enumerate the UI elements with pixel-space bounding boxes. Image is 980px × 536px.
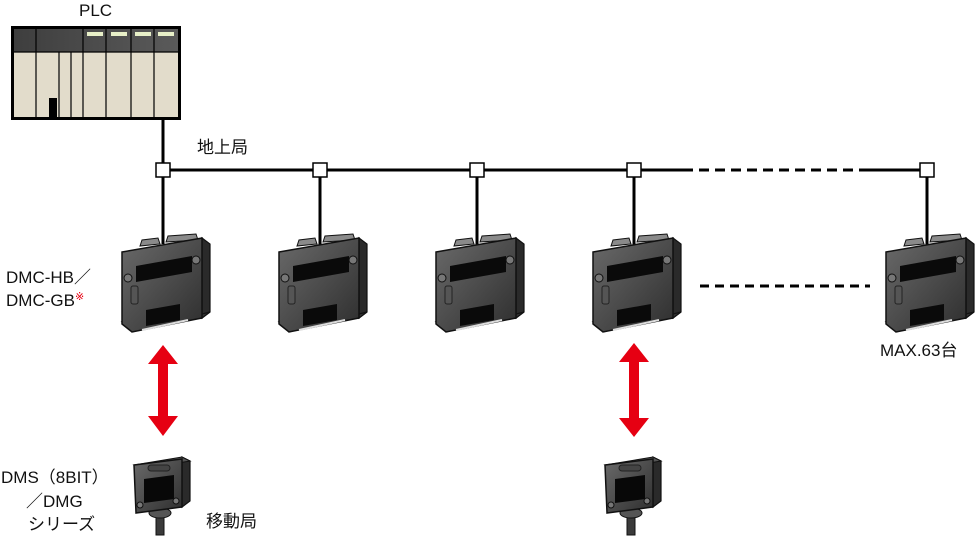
max-units-label: MAX.63台 xyxy=(880,341,958,360)
plc-led xyxy=(87,32,103,36)
network-bus xyxy=(161,120,929,288)
sensor-device xyxy=(133,456,191,536)
plc-led xyxy=(158,32,174,36)
plc-label: PLC xyxy=(79,1,113,20)
sensor-label-line3: シリーズ xyxy=(28,515,96,534)
controller-device xyxy=(278,233,368,333)
bidirectional-arrow-icon xyxy=(619,343,649,437)
junction-node xyxy=(469,162,485,178)
plc-led xyxy=(111,32,127,36)
controller-device xyxy=(435,233,525,333)
sensor-label-line2: ／DMG xyxy=(26,492,83,511)
junction-node xyxy=(155,162,171,178)
controller-device xyxy=(885,233,975,333)
controller-label-line2: DMC-GB※ xyxy=(6,291,84,311)
controller-device xyxy=(592,233,682,333)
controller-model-text: DMC-GB xyxy=(6,291,75,310)
mobile-station-label: 移動局 xyxy=(206,512,257,531)
junction-nodes xyxy=(155,162,935,178)
plc-led xyxy=(135,32,151,36)
controller-label-line1: DMC-HB／ xyxy=(6,268,91,287)
bidirectional-arrow-icon xyxy=(148,345,178,436)
junction-node xyxy=(312,162,328,178)
ground-station-label: 地上局 xyxy=(197,138,248,157)
plc-unit xyxy=(11,26,181,120)
junction-node xyxy=(919,162,935,178)
controller-device xyxy=(121,233,211,333)
junction-node xyxy=(626,162,642,178)
sensor-device xyxy=(604,456,662,536)
sensor-label-line1: DMS（8BIT） xyxy=(1,468,109,487)
note-mark: ※ xyxy=(74,291,85,303)
